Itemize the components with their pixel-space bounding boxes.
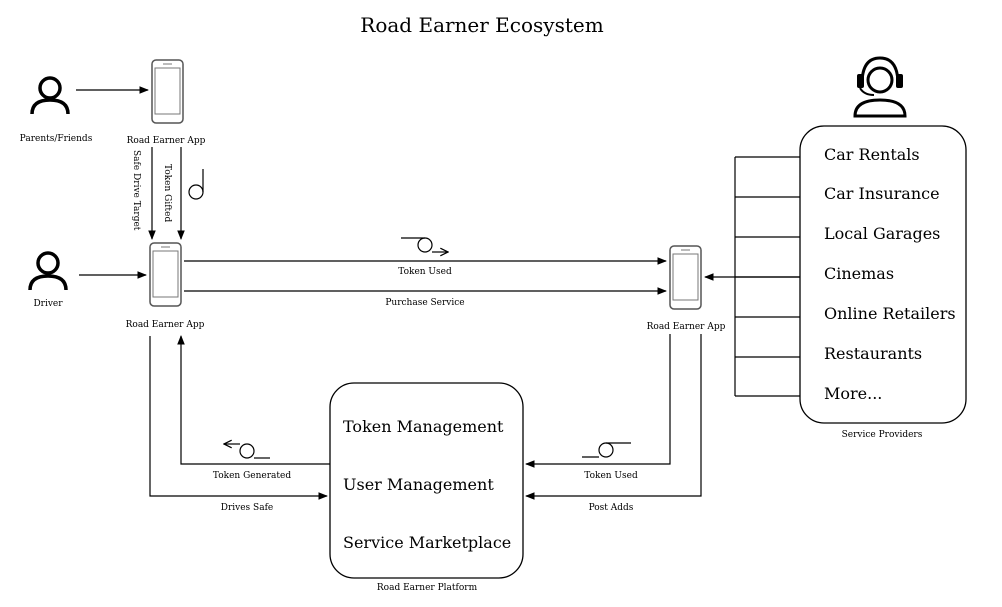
platform-caption: Road Earner Platform [377, 583, 478, 593]
person-icon [28, 251, 68, 291]
platform-item: Token Management [343, 417, 504, 436]
purchase-service-label: Purchase Service [385, 298, 464, 308]
token-used-top-label: Token Used [398, 267, 452, 277]
diagram-title: Road Earner Ecosystem [360, 13, 603, 37]
token-used-bottom-label: Token Used [584, 471, 638, 481]
provider-item: Car Rentals [824, 145, 920, 164]
platform-box [329, 382, 524, 579]
arrow-drives-safe [149, 336, 328, 500]
provider-item: Online Retailers [824, 304, 956, 323]
support-agent-icon [853, 56, 907, 118]
token-coin-icon [582, 442, 631, 458]
safe-drive-target-label: Safe Drive Target [131, 150, 141, 231]
parents-label: Parents/Friends [20, 134, 93, 144]
arrow-token-used-bottom [525, 334, 671, 468]
post-adds-label: Post Adds [589, 503, 634, 513]
token-coin-icon [224, 444, 270, 459]
service-providers-box [799, 125, 967, 424]
app-provider-label: Road Earner App [647, 322, 726, 332]
provider-item: Cinemas [824, 264, 894, 283]
driver-label: Driver [33, 299, 63, 309]
provider-item: Car Insurance [824, 184, 940, 203]
arrow-token-generated [177, 335, 330, 465]
token-generated-label: Token Generated [213, 471, 291, 481]
smartphone-icon [149, 242, 182, 307]
token-coin-icon [401, 237, 448, 252]
app-driver-label: Road Earner App [126, 320, 205, 330]
provider-item: More... [824, 384, 882, 403]
service-providers-caption: Service Providers [842, 430, 923, 440]
token-gifted-label: Token Gifted [162, 164, 172, 223]
platform-item: User Management [343, 475, 494, 494]
person-icon [30, 76, 70, 115]
platform-item: Service Marketplace [343, 533, 511, 552]
drives-safe-label: Drives Safe [221, 503, 273, 513]
smartphone-icon [669, 245, 702, 310]
provider-item: Local Garages [824, 224, 940, 243]
smartphone-icon [151, 59, 184, 124]
token-coin-icon [188, 169, 204, 200]
provider-item: Restaurants [824, 344, 922, 363]
arrow-post-adds [525, 334, 702, 500]
app-top-label: Road Earner App [127, 136, 206, 146]
